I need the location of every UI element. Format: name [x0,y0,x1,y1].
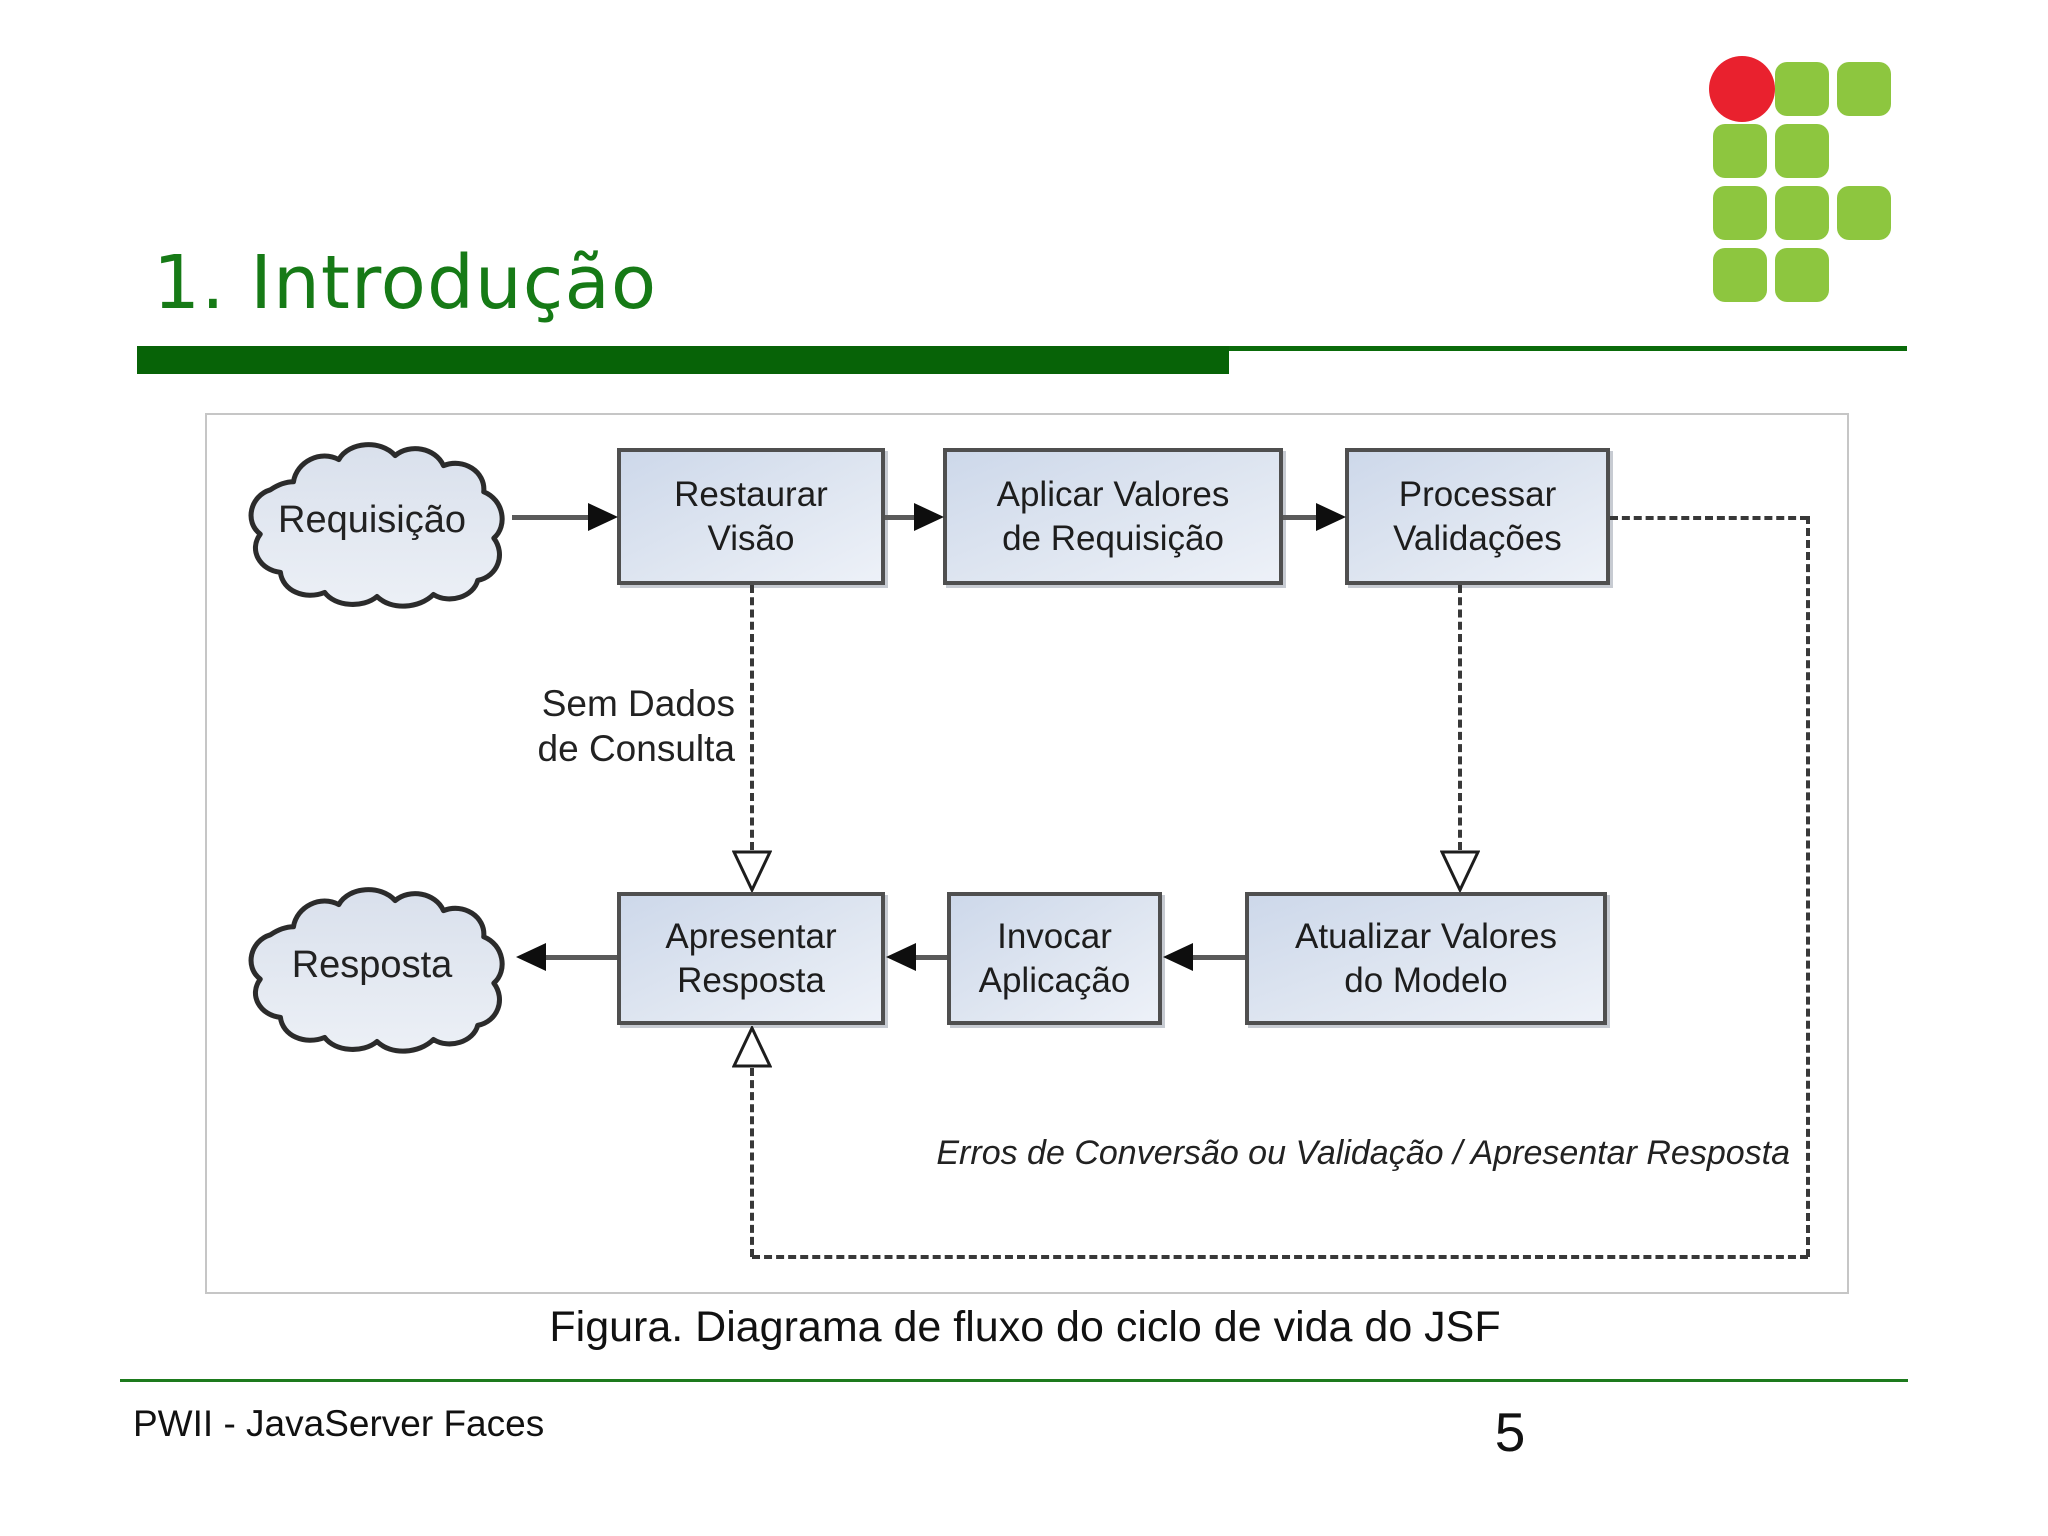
node-label: Invocar [997,917,1112,957]
dashed-restaurar-to-apresentar [750,585,754,850]
node-label: Validações [1393,518,1562,558]
title-underline-bar [137,346,1229,374]
arrowhead-left-icon [886,943,916,971]
arrow-apresentar-to-resposta [543,955,617,960]
logo-square [1837,186,1891,240]
node-label: Apresentar [665,917,837,957]
arrow-invocar-to-apresentar [913,955,947,960]
open-arrow-down-icon [1440,850,1480,892]
logo-square [1775,124,1829,178]
logo-square [1775,62,1829,116]
node-label: Restaurar [674,475,828,515]
logo-red-circle [1709,56,1775,122]
arrowhead-right-icon [1316,503,1346,531]
node-atualizar-valores: Atualizar Valores do Modelo [1245,892,1607,1025]
node-processar-validacoes: Processar Validações [1345,448,1610,585]
logo-square [1713,124,1767,178]
arrowhead-right-icon [588,503,618,531]
page-title: 1. Introdução [153,240,658,326]
arrow-restaurar-to-aplicar [885,515,917,520]
dashed-processar-to-atualizar [1458,585,1462,850]
logo-square [1837,62,1891,116]
footer-text: PWII - JavaServer Faces [133,1403,545,1444]
node-restaurar-visao: Restaurar Visão [617,448,885,585]
node-label: Aplicar Valores [996,475,1230,515]
page-number: 5 [1494,1401,1526,1463]
instituto-federal-logo [1709,56,1895,314]
arrowhead-left-icon [516,943,546,971]
arrow-aplicar-to-processar [1283,515,1318,520]
label-sem-dados-line2: de Consulta [537,728,735,770]
arrow-requisicao-to-restaurar [512,515,592,520]
node-invocar-aplicacao: Invocar Aplicação [947,892,1162,1025]
dashed-bottom-rail [752,1255,1808,1259]
cloud-requisicao-label: Requisição [278,498,466,541]
cloud-resposta-label: Resposta [291,943,453,986]
cloud-shape-resposta [248,887,505,1054]
node-label: Resposta [677,960,825,1000]
arrow-atualizar-to-invocar [1190,955,1245,960]
logo-square [1775,248,1829,302]
label-erros-conversao: Erros de Conversão ou Validação / Aprese… [936,1134,1790,1172]
dashed-processar-right-segment [1610,516,1808,520]
label-sem-dados: Sem Dados de Consulta [420,681,735,771]
node-label: do Modelo [1344,960,1508,1000]
logo-square [1713,186,1767,240]
open-arrow-up-icon [732,1026,772,1068]
node-label: Atualizar Valores [1295,917,1557,957]
node-aplicar-valores: Aplicar Valores de Requisição [943,448,1283,585]
dashed-return-to-apresentar [750,1068,754,1257]
open-arrow-down-icon [732,850,772,892]
arrowhead-right-icon [914,503,944,531]
label-sem-dados-line1: Sem Dados [541,683,735,724]
node-label: de Requisição [1002,518,1224,558]
node-apresentar-resposta: Apresentar Resposta [617,892,885,1025]
node-label: Visão [707,518,795,558]
figure-caption: Figura. Diagrama de fluxo do ciclo de vi… [549,1303,1501,1351]
node-label: Processar [1398,475,1557,515]
logo-square [1713,248,1767,302]
arrowhead-left-icon [1163,943,1193,971]
cloud-shape-requisicao [248,442,505,609]
logo-square [1775,186,1829,240]
dashed-right-rail [1806,516,1810,1257]
footer-divider [120,1379,1908,1382]
node-label: Aplicação [978,960,1131,1000]
